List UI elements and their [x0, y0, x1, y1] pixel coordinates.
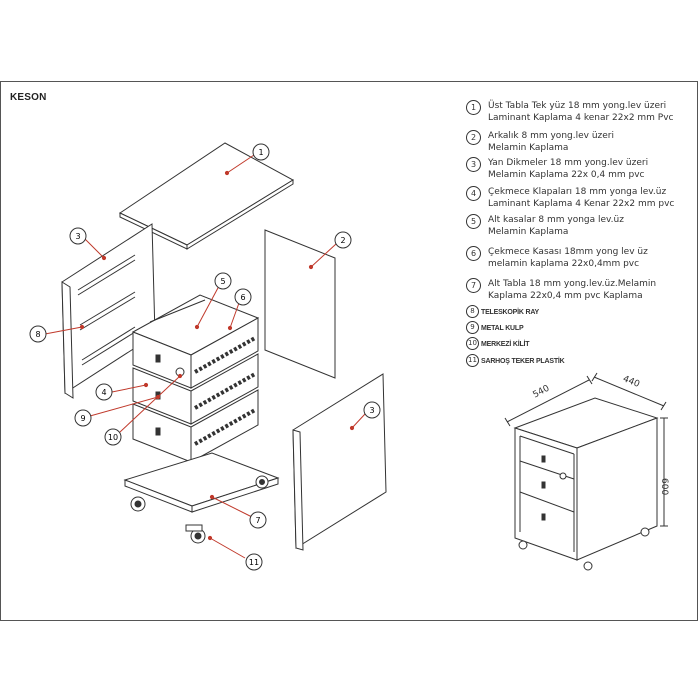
callout-6: 6 — [234, 288, 252, 306]
svg-text:2: 2 — [340, 236, 345, 245]
callout-3b: 3 — [363, 401, 381, 419]
svg-text:11: 11 — [249, 558, 259, 567]
side-panel-left — [61, 223, 156, 399]
svg-text:9: 9 — [80, 414, 85, 423]
svg-text:5: 5 — [220, 277, 225, 286]
svg-text:3: 3 — [75, 232, 80, 241]
callout-4: 4 — [95, 383, 113, 401]
svg-text:1: 1 — [258, 148, 263, 157]
svg-text:10: 10 — [108, 433, 118, 442]
svg-text:7: 7 — [255, 516, 260, 525]
callout-3a: 3 — [69, 227, 87, 245]
svg-text:3: 3 — [369, 406, 374, 415]
svg-text:8: 8 — [35, 330, 40, 339]
top-panel — [118, 142, 294, 250]
callout-10: 10 — [104, 428, 122, 446]
callout-5: 5 — [214, 272, 232, 290]
back-panel — [264, 229, 336, 379]
assembled-cabinet — [504, 372, 668, 571]
callout-8: 8 — [29, 325, 47, 343]
casters — [130, 475, 269, 544]
callout-1: 1 — [252, 143, 270, 161]
drawer-stack — [131, 294, 260, 463]
side-panel-right — [292, 373, 387, 551]
dimension-depth: 440 — [621, 374, 641, 390]
dimension-width: 540 — [531, 383, 551, 400]
bottom-panel — [123, 452, 280, 513]
svg-text:4: 4 — [101, 388, 106, 397]
callout-2: 2 — [334, 231, 352, 249]
callout-7: 7 — [249, 511, 267, 529]
callout-9: 9 — [74, 409, 92, 427]
drawing-frame — [0, 81, 698, 621]
callout-11: 11 — [245, 553, 263, 571]
svg-text:6: 6 — [240, 293, 245, 302]
drawing-title: KESON — [10, 92, 47, 103]
dimension-height: 600 — [659, 478, 669, 495]
